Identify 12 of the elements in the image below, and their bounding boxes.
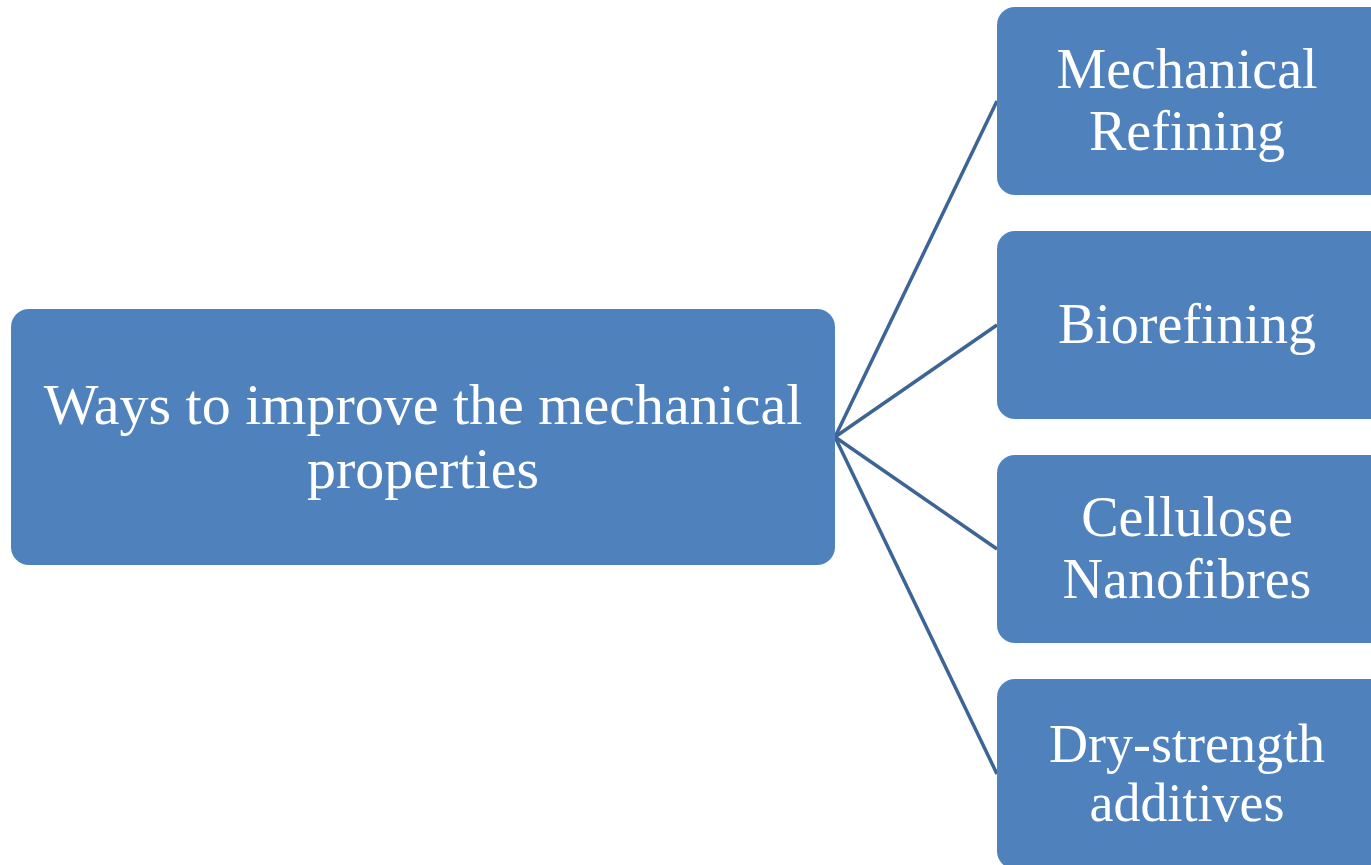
- process-box: [997, 231, 1371, 419]
- process-box: [997, 7, 1371, 195]
- process-box: [997, 679, 1371, 865]
- box-label: Ways to improve the mechanical properties: [42, 373, 804, 501]
- box-label: Mechanical Refining: [1055, 39, 1319, 163]
- process-box: [11, 309, 835, 565]
- connector-line: [834, 323, 998, 439]
- box-label: Cellulose Nanofibres: [1061, 487, 1313, 611]
- connector-line: [834, 435, 998, 551]
- box-label: Biorefining: [1057, 294, 1317, 356]
- process-box: [997, 455, 1371, 643]
- box-label: Dry-strength additives: [1048, 714, 1326, 834]
